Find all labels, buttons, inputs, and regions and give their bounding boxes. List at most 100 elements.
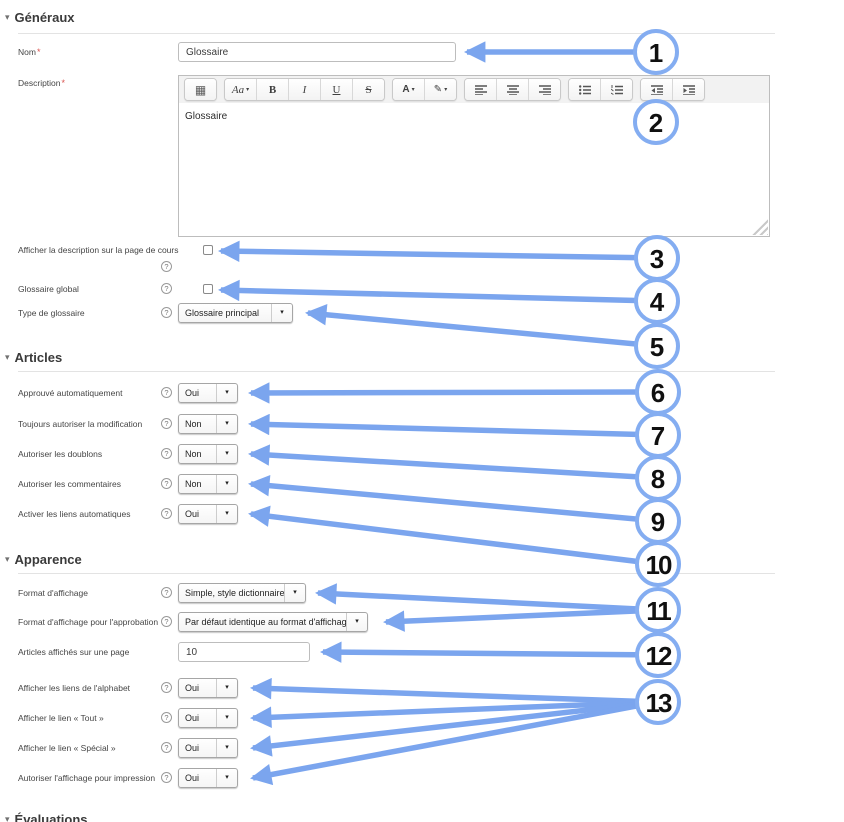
outdent-button[interactable]: [641, 79, 672, 100]
row-description-label: Description*: [0, 73, 790, 93]
select-value: Oui: [185, 713, 200, 723]
select-value: Non: [185, 479, 202, 489]
row-always-edit: Toujours autoriser la modification ? Non…: [0, 414, 790, 434]
section-header-apparence[interactable]: ▾ Apparence: [5, 552, 82, 567]
allow-duplicates-select[interactable]: Non▾: [178, 444, 238, 464]
section-collapse-icon: ▾: [5, 12, 10, 22]
field-label: Autoriser les commentaires: [18, 479, 121, 489]
indent-icon: [682, 84, 695, 95]
help-icon[interactable]: ?: [161, 616, 172, 627]
row-allow-comments: Autoriser les commentaires ? Non ▾: [0, 474, 790, 494]
row-print-view: Autoriser l'affichage pour impression ? …: [0, 768, 790, 788]
allow-comments-select[interactable]: Non ▾: [178, 474, 238, 494]
auto-linking-select[interactable]: Oui▾: [178, 504, 238, 524]
field-label: Afficher la description sur la page de c…: [18, 245, 179, 255]
select-value: Par défaut identique au format d'afficha…: [185, 617, 346, 627]
help-icon[interactable]: ?: [161, 283, 172, 294]
select-value: Non: [185, 449, 202, 459]
display-format-select[interactable]: Simple, style dictionnaire▾: [178, 583, 306, 603]
chevron-down-icon: ▾: [216, 475, 237, 493]
glossary-type-select[interactable]: Glossaire principal ▾: [178, 303, 293, 323]
help-icon[interactable]: ?: [161, 587, 172, 598]
row-allow-duplicates: Autoriser les doublons ? Non▾: [0, 444, 790, 464]
align-left-button[interactable]: [465, 79, 496, 100]
row-show-all-link: Afficher le lien « Tout » ? Oui▾: [0, 708, 790, 728]
editor-content-area[interactable]: Glossaire: [179, 103, 769, 238]
row-auto-linking: Activer les liens automatiques ? Oui▾: [0, 504, 790, 524]
highlight-pen-icon: ✎: [433, 84, 443, 95]
show-all-link-select[interactable]: Oui▾: [178, 708, 238, 728]
underline-button[interactable]: U: [320, 79, 352, 100]
strikethrough-icon: S: [365, 83, 372, 96]
chevron-down-icon: ▾: [216, 505, 237, 523]
row-global-glossary: Glossaire global ?: [0, 279, 790, 299]
align-center-icon: [506, 84, 519, 95]
name-input[interactable]: [178, 42, 456, 62]
align-right-button[interactable]: [528, 79, 560, 100]
help-icon[interactable]: ?: [161, 448, 172, 459]
required-icon: *: [36, 47, 41, 57]
collapse-toolbar-button[interactable]: ▦: [185, 79, 216, 100]
field-label: Autoriser l'affichage pour impression: [18, 773, 156, 783]
row-nom: Nom*: [0, 42, 790, 62]
chevron-down-icon: ▾: [246, 87, 250, 93]
show-alphabet-select[interactable]: Oui▾: [178, 678, 238, 698]
annotation-circle: [635, 541, 681, 587]
field-label: Toujours autoriser la modification: [18, 419, 143, 429]
section-header-articles[interactable]: ▾ Articles: [5, 350, 62, 365]
show-description-checkbox[interactable]: [203, 245, 213, 255]
help-icon[interactable]: ?: [161, 712, 172, 723]
bold-button[interactable]: B: [256, 79, 288, 100]
row-approval-format: Format d'affichage pour l'approbation ? …: [0, 612, 790, 632]
help-icon[interactable]: ?: [161, 508, 172, 519]
select-value: Glossaire principal: [185, 308, 260, 318]
strikethrough-button[interactable]: S: [352, 79, 384, 100]
help-icon[interactable]: ?: [161, 742, 172, 753]
chevron-down-icon: ▾: [284, 584, 305, 602]
help-icon[interactable]: ?: [161, 478, 172, 489]
help-icon[interactable]: ?: [161, 307, 172, 318]
auto-approve-select[interactable]: Oui▾: [178, 383, 238, 403]
unordered-list-button[interactable]: [569, 79, 600, 100]
editor-text: Glossaire: [185, 111, 228, 122]
select-value: Non: [185, 419, 202, 429]
highlight-pen-button[interactable]: ✎▾: [424, 79, 456, 100]
chevron-down-icon: ▾: [271, 304, 292, 322]
approval-format-select[interactable]: Par défaut identique au format d'afficha…: [178, 612, 368, 632]
indent-button[interactable]: [672, 79, 704, 100]
chevron-down-icon: ▾: [411, 87, 415, 93]
section-header-evaluations[interactable]: ▾ Évaluations: [5, 812, 88, 822]
field-label: Approuvé automatiquement: [18, 388, 123, 398]
field-label: Afficher le lien « Tout »: [18, 713, 104, 723]
section-header-generaux[interactable]: ▾ Généraux: [5, 10, 75, 25]
ordered-list-button[interactable]: [600, 79, 632, 100]
row-show-special-link: Afficher le lien « Spécial » ? Oui▾: [0, 738, 790, 758]
chevron-down-icon: ▾: [216, 739, 237, 757]
font-family-button[interactable]: Aa▾: [225, 79, 256, 100]
print-view-select[interactable]: Oui▾: [178, 768, 238, 788]
always-edit-select[interactable]: Non▾: [178, 414, 238, 434]
help-icon[interactable]: ?: [161, 418, 172, 429]
help-icon[interactable]: ?: [161, 387, 172, 398]
section-divider: [18, 33, 775, 34]
section-collapse-icon: ▾: [5, 554, 10, 564]
entries-per-page-input[interactable]: [178, 642, 310, 662]
row-show-description: Afficher la description sur la page de c…: [0, 240, 790, 260]
field-label: Nom*: [18, 47, 41, 57]
font-color-button[interactable]: A▾: [393, 79, 424, 100]
align-right-icon: [538, 84, 551, 95]
global-glossary-checkbox[interactable]: [203, 284, 213, 294]
italic-button[interactable]: I: [288, 79, 320, 100]
chevron-down-icon: ▾: [216, 384, 237, 402]
field-label: Afficher les liens de l'alphabet: [18, 683, 131, 693]
help-icon[interactable]: ?: [161, 261, 172, 272]
help-icon[interactable]: ?: [161, 772, 172, 783]
annotation-number: 5: [650, 332, 664, 362]
section-collapse-icon: ▾: [5, 352, 10, 362]
help-icon[interactable]: ?: [161, 682, 172, 693]
show-special-link-select[interactable]: Oui▾: [178, 738, 238, 758]
section-title: Évaluations: [14, 812, 88, 822]
section-divider: [18, 371, 775, 372]
align-center-button[interactable]: [496, 79, 528, 100]
